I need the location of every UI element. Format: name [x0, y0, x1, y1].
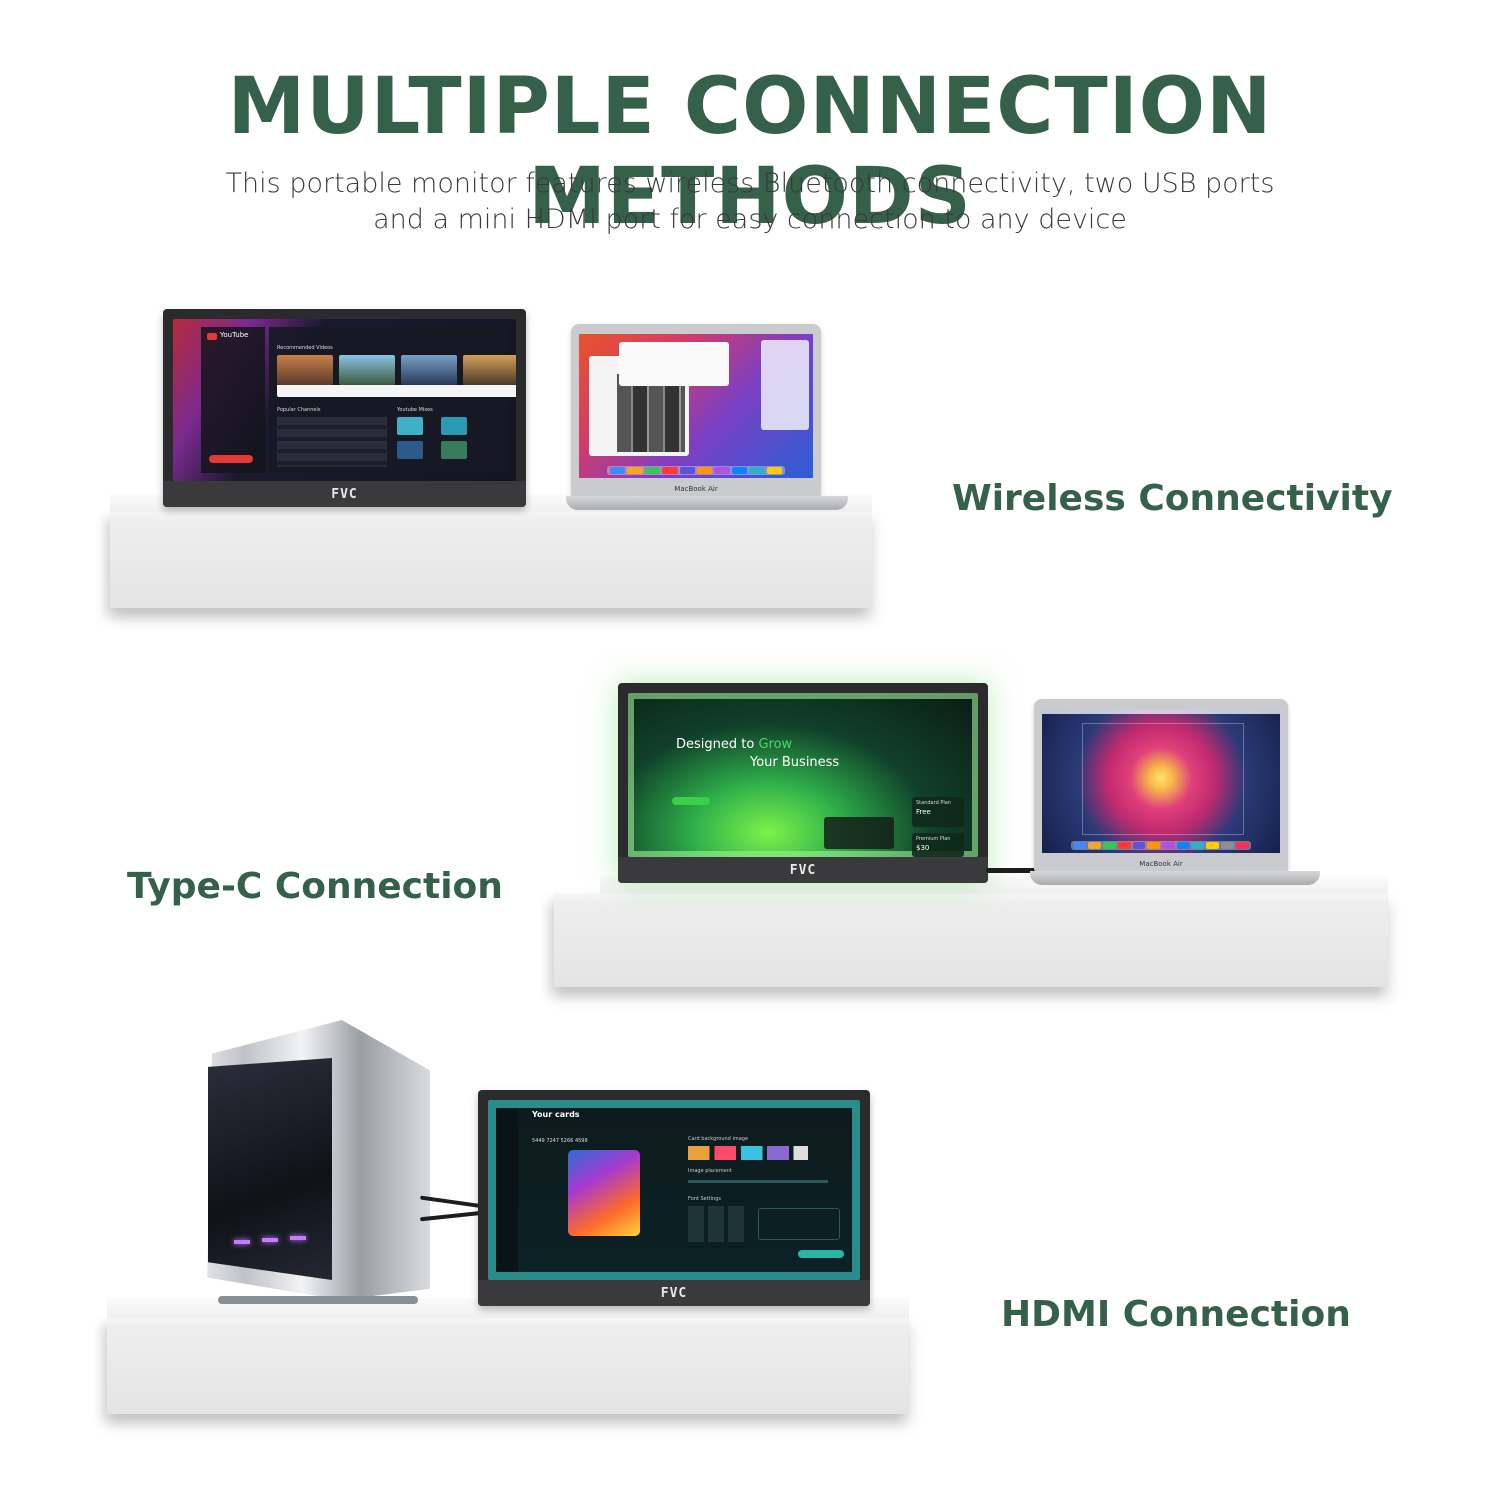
portable-monitor-hdmi: Your cards 5449 7247 5266 4598 Card back… [478, 1090, 870, 1306]
mix-tile-4 [441, 441, 467, 459]
portable-monitor-typec: Designed to Grow Your Business Standard … [618, 683, 988, 883]
monitor-screen-youtube: YouTube Recommended Videos Popular Chann… [173, 319, 516, 481]
youtube-app-name: YouTube [220, 331, 249, 339]
card-number: 5449 7247 5266 4598 [532, 1138, 588, 1144]
video-thumb-4 [463, 355, 516, 385]
monitor-screen-business: Designed to Grow Your Business Standard … [628, 693, 978, 857]
video-thumb-3 [401, 355, 457, 385]
section-mixes: Youtube Mixes [397, 407, 433, 413]
monitor-chin: FVC [618, 857, 988, 883]
plan1-price: Free [916, 808, 931, 816]
channel-list [277, 417, 387, 467]
youtube-cta-button [209, 455, 253, 463]
font-options [688, 1206, 748, 1242]
menu-bar [1042, 709, 1280, 714]
pc-glass-panel [208, 1058, 332, 1280]
mix-tile-1 [397, 417, 423, 435]
headline-line-2: Your Business [750, 755, 840, 770]
pc-stand [218, 1296, 418, 1304]
pc-rgb-light-3 [290, 1236, 306, 1240]
youtube-logo-icon [207, 333, 217, 340]
monitor-screen-cards: Your cards 5449 7247 5266 4598 Card back… [488, 1100, 860, 1280]
apply-button [798, 1250, 844, 1258]
laptop-brand: MacBook Air [674, 485, 718, 493]
shelf-wireless [110, 510, 872, 608]
laptop-typec-base [1030, 871, 1320, 885]
section-recommended: Recommended Videos [277, 345, 333, 351]
cards-title: Your cards [532, 1110, 580, 1119]
shelf-typec [554, 893, 1388, 987]
laptop-wireless-lid: MacBook Air [571, 324, 821, 496]
app-window [619, 342, 729, 386]
video-caption-row [277, 385, 516, 397]
video-thumb-2 [339, 355, 395, 385]
credit-card-visual [568, 1150, 640, 1236]
page-subtitle: This portable monitor features wireless … [200, 166, 1300, 238]
youtube-main: Recommended Videos Popular Channels Yout… [269, 327, 516, 473]
monitor-chin: FVC [478, 1280, 870, 1306]
label-typec: Type-C Connection [127, 866, 503, 907]
laptop-typec-lid: MacBook Air [1034, 699, 1288, 871]
mix-tile-2 [441, 417, 467, 435]
plan2-price: $30 [916, 844, 930, 852]
subtitle-line-2: and a mini HDMI port for easy connection… [373, 204, 1127, 235]
label-wireless: Wireless Connectivity [952, 478, 1393, 519]
youtube-sidebar: YouTube [201, 327, 265, 473]
pc-rgb-light-2 [262, 1238, 278, 1242]
subtitle-line-1: This portable monitor features wireless … [225, 168, 1275, 199]
photo-grid [617, 374, 685, 452]
laptop-screen-flower [1042, 709, 1280, 853]
plan-card-premium: Premium Plan $30 [912, 833, 964, 857]
plan1-name: Standard Plan [916, 800, 951, 806]
panel-font-settings: Font Settings [688, 1196, 721, 1202]
testimonial-card [824, 817, 894, 849]
pc-tower [198, 1020, 430, 1310]
type-c-cable [986, 868, 1038, 873]
cards-sidebar [496, 1108, 518, 1272]
label-hdmi: HDMI Connection [1001, 1294, 1351, 1335]
laptop-screen-macos [579, 334, 813, 478]
laptop-brand: MacBook Air [1139, 860, 1183, 868]
placement-slider [688, 1180, 828, 1183]
widgets-panel [761, 340, 809, 430]
shelf-hdmi [107, 1316, 909, 1414]
start-button [672, 797, 710, 805]
portable-monitor-wireless: YouTube Recommended Videos Popular Chann… [163, 309, 526, 507]
panel-card-background: Card background image [688, 1136, 749, 1142]
headline-part-1: Designed to [676, 737, 755, 752]
macos-dock [607, 466, 785, 475]
background-swatches [688, 1146, 808, 1160]
monitor-chin: FVC [163, 481, 526, 507]
pc-rgb-light-1 [234, 1240, 250, 1244]
headline-accent: Grow [758, 737, 793, 752]
brand-logo: FVC [660, 1285, 688, 1301]
video-thumb-1 [277, 355, 333, 385]
mix-tile-3 [397, 441, 423, 459]
plan2-name: Premium Plan [916, 836, 951, 842]
card-preview-box [758, 1208, 840, 1240]
plan-card-standard: Standard Plan Free [912, 797, 964, 827]
headline-line-1: Designed to Grow [676, 737, 792, 752]
panel-image-placement: Image placement [688, 1168, 732, 1174]
section-channels: Popular Channels [277, 407, 321, 413]
brand-logo: FVC [331, 486, 358, 502]
page-title: MULTIPLE CONNECTION METHODS [227, 62, 1273, 242]
laptop-wireless-base [566, 496, 848, 510]
photo-window [1082, 723, 1244, 835]
brand-logo: FVC [789, 862, 817, 878]
macos-dock [1070, 841, 1252, 850]
